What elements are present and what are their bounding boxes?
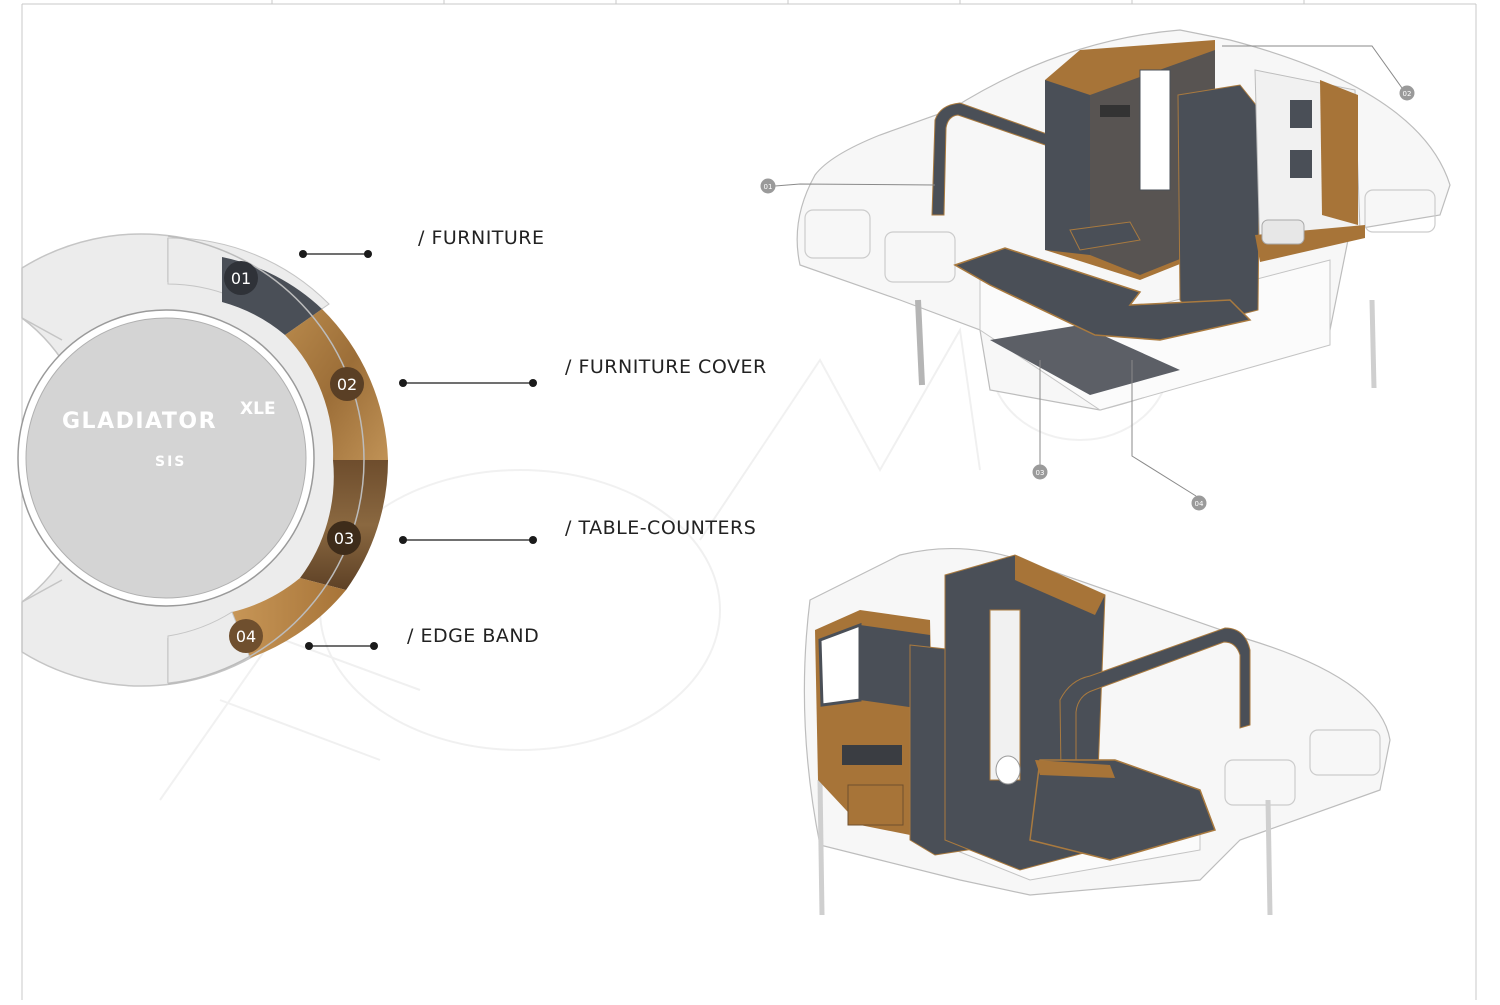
material-badge-03: 03	[327, 521, 361, 555]
svg-text:03: 03	[334, 529, 354, 548]
svg-text:04: 04	[236, 627, 256, 646]
render-callouts: 01 02 03 04	[760, 85, 1415, 511]
camper-render-bottom	[803, 547, 1391, 916]
camper-render-top	[774, 29, 1451, 497]
svg-text:03: 03	[1036, 469, 1045, 477]
material-badge-01: 01	[224, 261, 258, 295]
svg-text:01: 01	[231, 269, 251, 288]
material-label-furniture-cover: / FURNITURE COVER	[565, 356, 767, 378]
material-badge-02: 02	[330, 367, 364, 401]
material-badge-04: 04	[229, 619, 263, 653]
leader-lines	[299, 250, 537, 650]
svg-text:02: 02	[1403, 90, 1412, 98]
leader-line-02	[399, 379, 537, 387]
brand-suffix: XLE	[240, 399, 276, 419]
material-wheel	[17, 233, 388, 687]
material-label-edge-band: / EDGE BAND	[407, 625, 540, 647]
leader-line-03	[399, 536, 537, 544]
callout-badge-03: 03	[1032, 464, 1048, 480]
leader-line-01	[299, 250, 372, 258]
material-label-table-counters: / TABLE-COUNTERS	[565, 517, 757, 539]
callout-badge-01: 01	[760, 178, 776, 194]
leader-line-04	[305, 642, 378, 650]
brand-sub: SIS	[155, 454, 186, 470]
callout-badge-04: 04	[1191, 495, 1207, 511]
svg-text:04: 04	[1195, 500, 1204, 508]
brand-name: GLADIATOR	[62, 409, 217, 434]
svg-text:02: 02	[337, 375, 357, 394]
svg-text:01: 01	[764, 183, 773, 191]
material-badges: 01 02 03 04	[224, 261, 364, 653]
material-label-furniture: / FURNITURE	[418, 227, 545, 249]
top-frame	[21, 0, 1477, 1000]
callout-badge-02: 02	[1399, 85, 1415, 101]
